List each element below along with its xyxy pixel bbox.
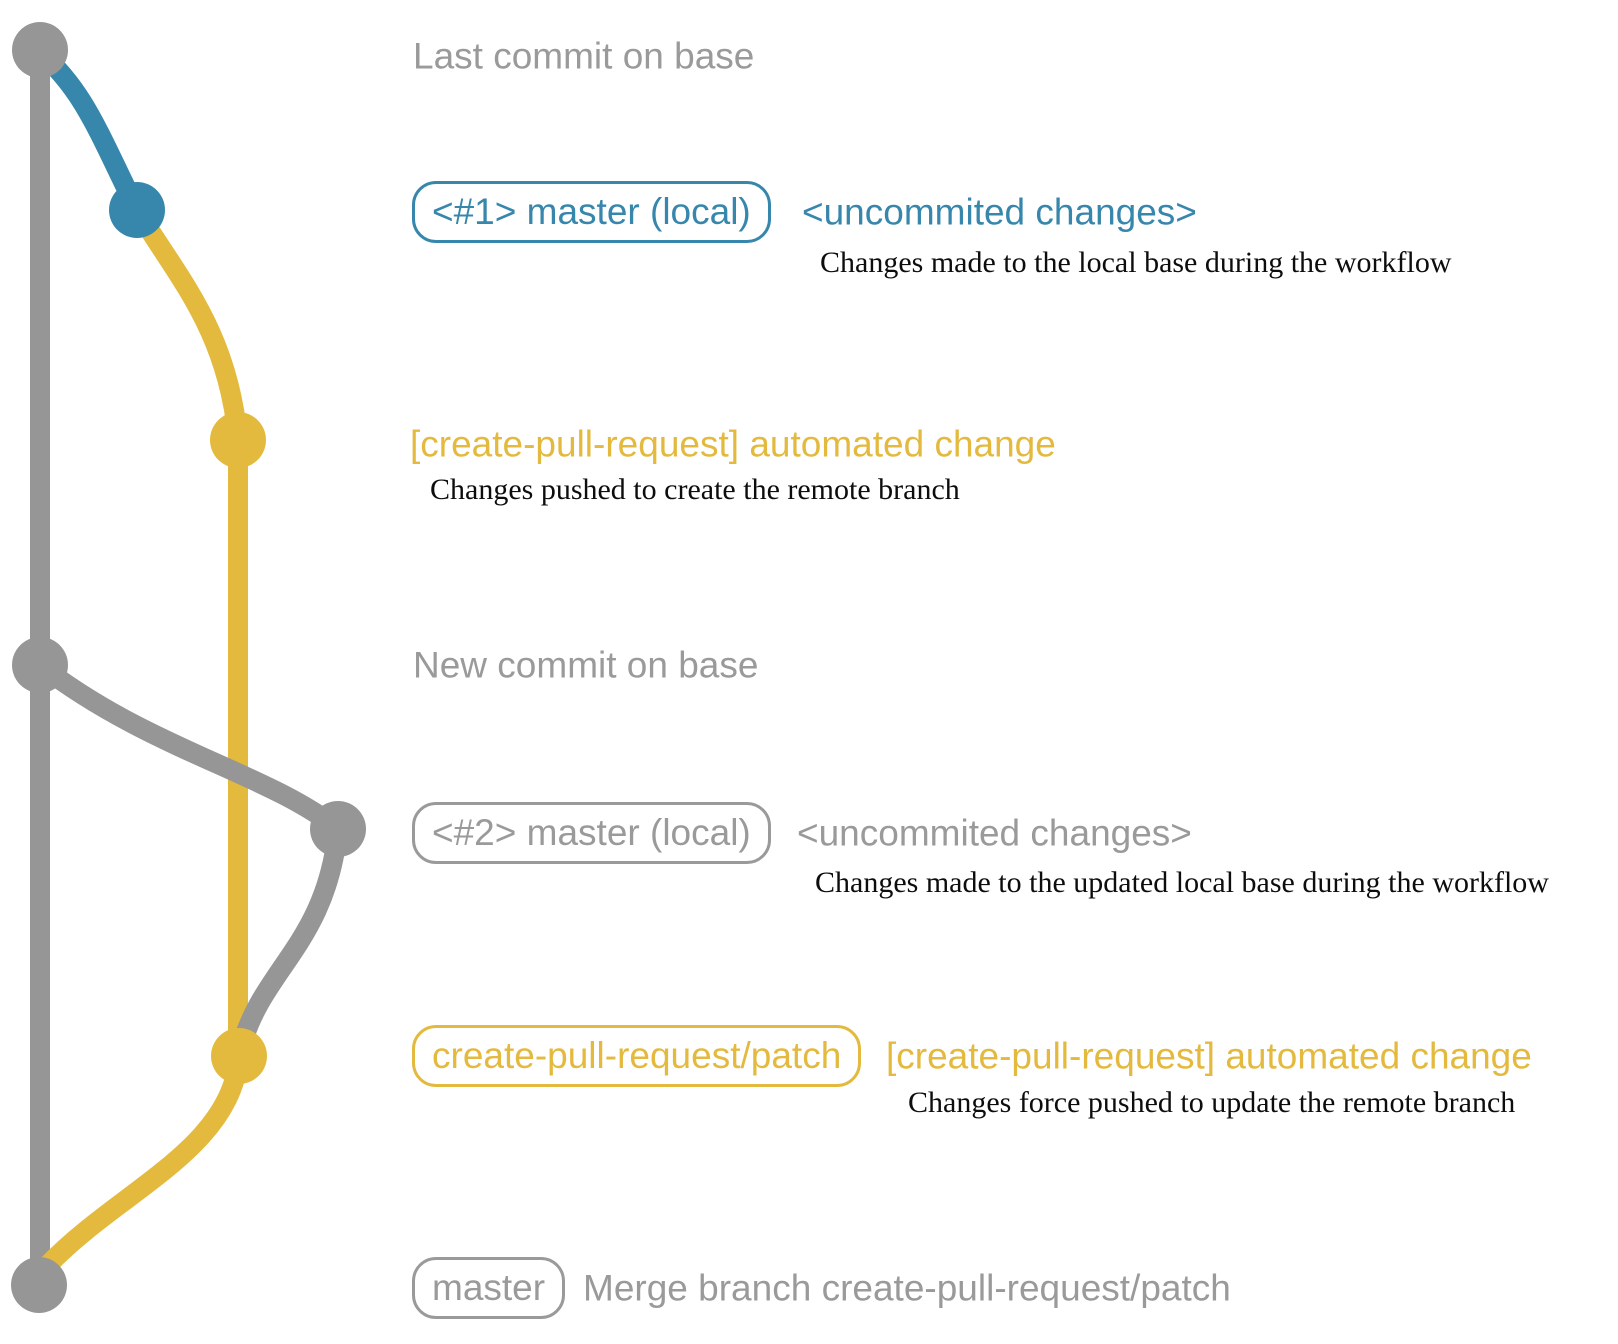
- commit-dot-last-base: [12, 22, 68, 78]
- commit-dot-local-1: [109, 182, 165, 238]
- push1-description: Changes pushed to create the remote bran…: [430, 473, 960, 506]
- merge-message: Merge branch create-pull-request/patch: [583, 1267, 1231, 1309]
- local-branch-2-curve-out: [30, 655, 348, 839]
- tag-label-master-local-2: <#2> master (local): [432, 812, 751, 853]
- commit-dot-pr-push-1: [210, 412, 266, 468]
- commit1-description: Changes made to the local base during th…: [820, 246, 1452, 279]
- commit-dot-new-base: [12, 637, 68, 693]
- new-commit-title: New commit on base: [413, 644, 759, 686]
- tag-box-pr-patch-branch: create-pull-request/patch: [412, 1025, 862, 1087]
- pr-branch-curve-top: [127, 200, 248, 450]
- commit-graph: [11, 22, 366, 1313]
- commit-dot-local-2: [310, 801, 366, 857]
- tag-box-master: master: [412, 1257, 566, 1319]
- push2-message: [create-pull-request] automated change: [886, 1035, 1532, 1077]
- commit2-message: <uncommited changes>: [797, 812, 1192, 854]
- commit2-description: Changes made to the updated local base d…: [815, 866, 1549, 899]
- commit-dot-merge: [11, 1257, 67, 1313]
- commit-dot-pr-push-2: [211, 1028, 267, 1084]
- last-commit-title: Last commit on base: [413, 35, 755, 77]
- pr-branch-merge-curve: [38, 1046, 249, 1275]
- commit1-message: <uncommited changes>: [802, 191, 1197, 233]
- tag-label-master-local-1: <#1> master (local): [432, 191, 751, 232]
- tag-label-master: master: [432, 1267, 546, 1308]
- tag-label-pr-patch-branch: create-pull-request/patch: [432, 1035, 842, 1076]
- push1-message: [create-pull-request] automated change: [410, 423, 1056, 465]
- tag-box-master-local-2: <#2> master (local): [412, 802, 771, 864]
- tag-box-master-local-1: <#1> master (local): [412, 181, 771, 243]
- local-branch-2-curve-in: [231, 819, 348, 1058]
- push2-description: Changes force pushed to update the remot…: [908, 1086, 1516, 1119]
